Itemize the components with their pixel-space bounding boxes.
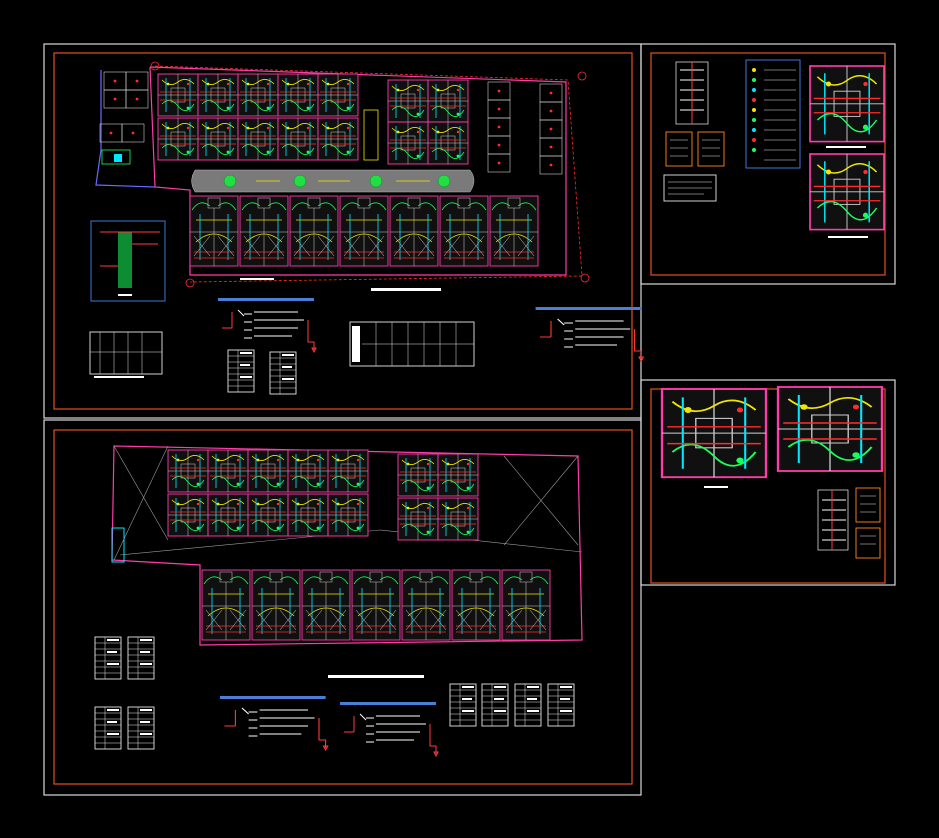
load-table-8 [481, 683, 509, 727]
load-table-6 [127, 706, 155, 750]
riser-diagram [675, 61, 709, 125]
sheet-site-plan-ground-floor[interactable] [43, 43, 644, 419]
single-line-diagram-2 [535, 306, 644, 362]
upper-block-north [167, 449, 479, 541]
property-line [154, 65, 583, 283]
sheet-unit-details-and-panels[interactable] [640, 379, 896, 586]
typical-unit-plan-1 [809, 65, 885, 143]
typical-unit-plan-2 [809, 153, 885, 231]
load-table-4 [127, 636, 155, 680]
plan-title-bar [371, 288, 441, 291]
parking-stalls-east [487, 81, 563, 175]
upper-plan-title-bar [328, 675, 424, 678]
riser-detail [90, 220, 166, 302]
single-line-diagram-1 [217, 297, 317, 353]
single-line-diagram-3 [219, 695, 329, 751]
load-table-3 [94, 636, 122, 680]
unit-detail-plan-a [660, 387, 768, 479]
load-table-9 [514, 683, 542, 727]
sheet-upper-floor-plan[interactable] [43, 419, 642, 796]
parking-stalls-west [99, 71, 149, 143]
building-block-south [189, 195, 539, 267]
unit-detail-plan-b [776, 385, 884, 473]
plan-scale-bar [240, 278, 274, 280]
load-table-1 [227, 349, 255, 393]
site-boundary-west [95, 70, 156, 188]
building-block-north [157, 73, 469, 165]
single-line-diagram-4 [339, 701, 439, 757]
load-table-7 [449, 683, 477, 727]
load-table-10 [547, 683, 575, 727]
panel-schedule-a [89, 331, 163, 378]
panel-schedule-b [349, 321, 475, 367]
load-table-2 [269, 351, 297, 395]
distribution-panel-riser [817, 489, 849, 551]
load-table-5 [94, 706, 122, 750]
sheet-typical-unit-details[interactable] [640, 43, 896, 285]
symbol-legend [745, 59, 801, 169]
upper-block-south [201, 569, 551, 641]
